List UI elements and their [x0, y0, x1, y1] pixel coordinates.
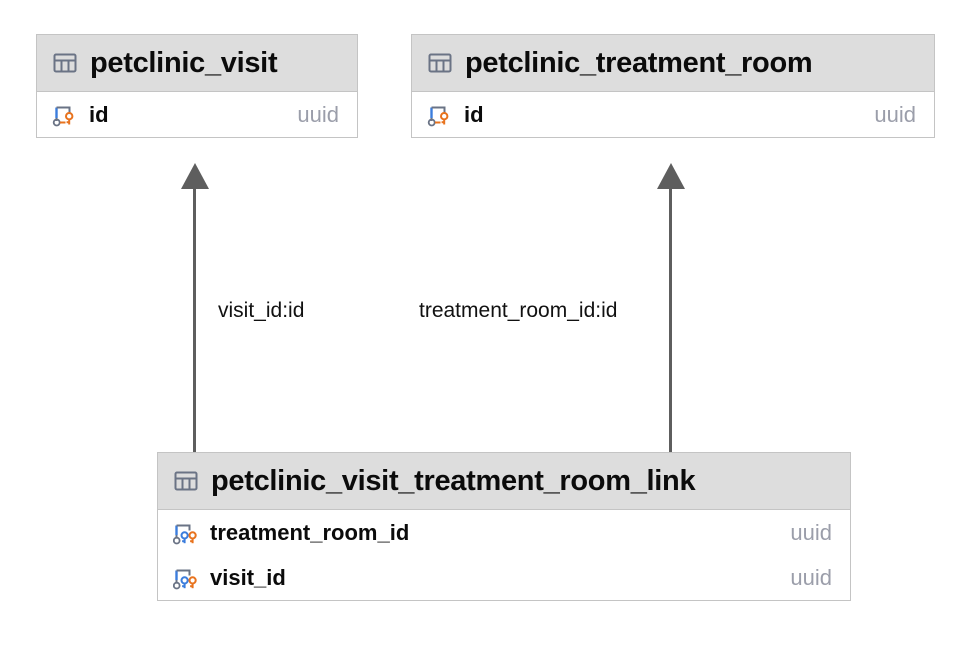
entity-attribute-list: id uuid: [37, 92, 357, 137]
entity-header[interactable]: petclinic_treatment_room: [412, 35, 934, 92]
relationship-label-visit[interactable]: visit_id:id: [213, 297, 310, 325]
relationship-arrowhead-visit: [181, 163, 209, 189]
composite-foreign-key-icon: [173, 520, 201, 546]
attribute-row[interactable]: id uuid: [37, 92, 357, 137]
relationship-label-treatment-room[interactable]: treatment_room_id:id: [414, 297, 623, 325]
entity-petclinic-visit[interactable]: petclinic_visit id uuid: [36, 34, 358, 138]
attribute-name: treatment_room_id: [210, 519, 410, 545]
relationship-line-treatment-room[interactable]: [669, 168, 672, 452]
attribute-name: id: [464, 101, 484, 127]
composite-foreign-key-icon: [173, 565, 201, 591]
entity-petclinic-visit-treatment-room-link[interactable]: petclinic_visit_treatment_room_link: [157, 452, 851, 601]
attribute-name: visit_id: [210, 564, 286, 590]
attribute-row[interactable]: treatment_room_id uuid: [158, 510, 850, 555]
entity-attribute-list: id uuid: [412, 92, 934, 137]
entity-header[interactable]: petclinic_visit_treatment_room_link: [158, 453, 850, 510]
entity-petclinic-treatment-room[interactable]: petclinic_treatment_room id: [411, 34, 935, 138]
entity-header[interactable]: petclinic_visit: [37, 35, 357, 92]
attribute-row[interactable]: id uuid: [412, 92, 934, 137]
table-icon: [427, 50, 453, 76]
table-icon: [52, 50, 78, 76]
primary-key-icon: [427, 102, 455, 128]
attribute-row[interactable]: visit_id uuid: [158, 555, 850, 600]
attribute-type: uuid: [297, 101, 339, 127]
entity-title: petclinic_treatment_room: [465, 46, 813, 79]
entity-attribute-list: treatment_room_id uuid: [158, 510, 850, 600]
entity-title: petclinic_visit: [90, 46, 278, 79]
attribute-type: uuid: [790, 519, 832, 545]
table-icon: [173, 468, 199, 494]
relationship-line-visit[interactable]: [193, 168, 196, 452]
attribute-name: id: [89, 101, 109, 127]
attribute-type: uuid: [790, 564, 832, 590]
attribute-type: uuid: [874, 101, 916, 127]
relationship-arrowhead-treatment-room: [657, 163, 685, 189]
entity-title: petclinic_visit_treatment_room_link: [211, 464, 696, 497]
primary-key-icon: [52, 102, 80, 128]
